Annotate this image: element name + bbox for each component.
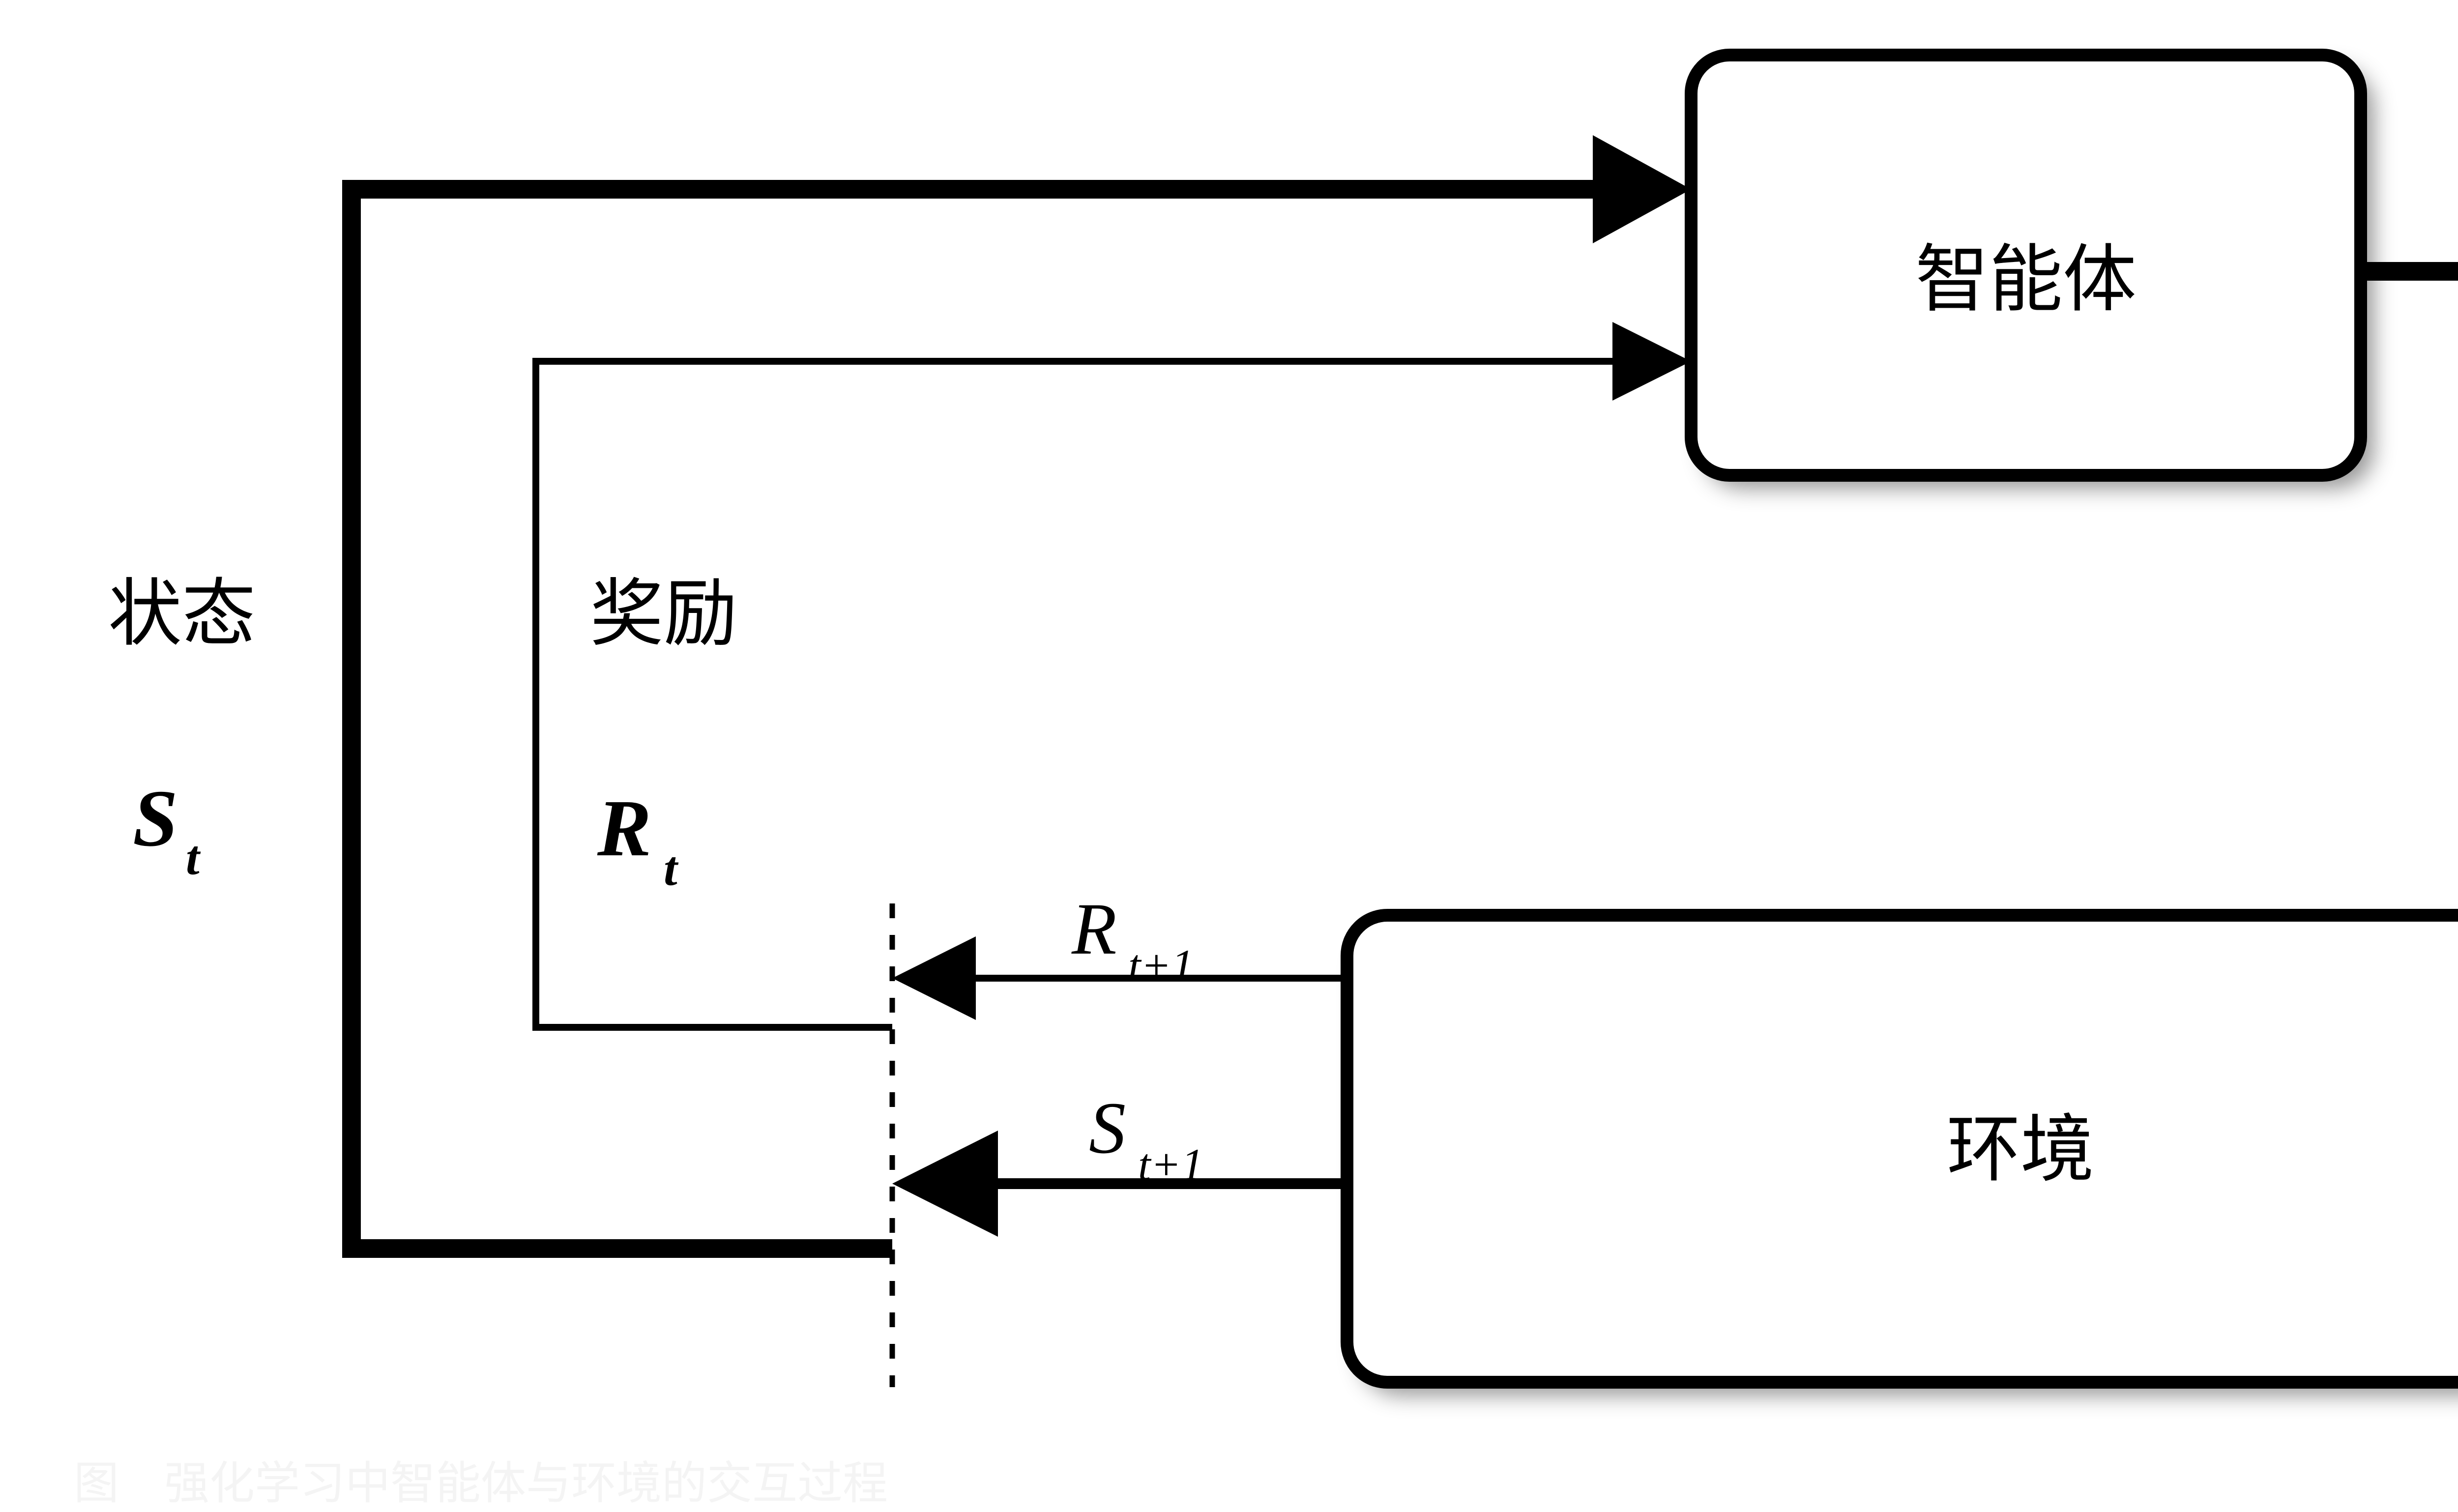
agent-label: 智能体 <box>1915 237 2136 322</box>
state-arrowhead-into-agent <box>1593 135 1691 243</box>
reward-flow-path <box>532 322 1691 1031</box>
reward-next-flow <box>892 936 1347 1020</box>
state-flow-path <box>342 135 1691 1258</box>
reward-signal-name: 奖励 <box>590 571 737 657</box>
state-next-subscript: t+1 <box>1138 1139 1204 1190</box>
environment-box-outline <box>1341 909 2458 1389</box>
reward-signal-subscript: t <box>664 841 679 896</box>
reward-next-symbol: R <box>1071 888 1117 970</box>
reward-next-label-group: R t+1 <box>1071 888 1194 990</box>
state-next-flow <box>892 1131 1347 1237</box>
state-signal-name: 状态 <box>108 571 256 657</box>
agent-box-outline <box>1685 49 2367 482</box>
state-path-line <box>342 180 1637 1258</box>
environment-label: 环境 <box>1947 1107 2094 1192</box>
state-next-symbol: S <box>1089 1087 1126 1169</box>
reward-path-line <box>532 358 1642 1031</box>
reward-next-subscript: t+1 <box>1128 940 1194 990</box>
state-next-arrowhead <box>892 1131 998 1237</box>
state-signal-symbol: S <box>133 773 178 863</box>
reward-next-arrowhead <box>892 936 976 1020</box>
environment-node[interactable]: 环境 <box>1341 909 2458 1389</box>
environment-box-shadow-layer <box>1347 915 2458 1382</box>
reward-arrowhead-into-agent <box>1612 322 1691 401</box>
reward-signal-label-group: 奖励 R t <box>590 571 737 896</box>
agent-node[interactable]: 智能体 <box>1685 49 2367 482</box>
state-next-label-group: S t+1 <box>1089 1087 1204 1190</box>
reward-signal-symbol: R <box>597 783 651 873</box>
agent-box-shadow-layer <box>1691 55 2361 475</box>
state-signal-subscript: t <box>186 830 201 885</box>
state-signal-label-group: 状态 S t <box>108 571 256 885</box>
